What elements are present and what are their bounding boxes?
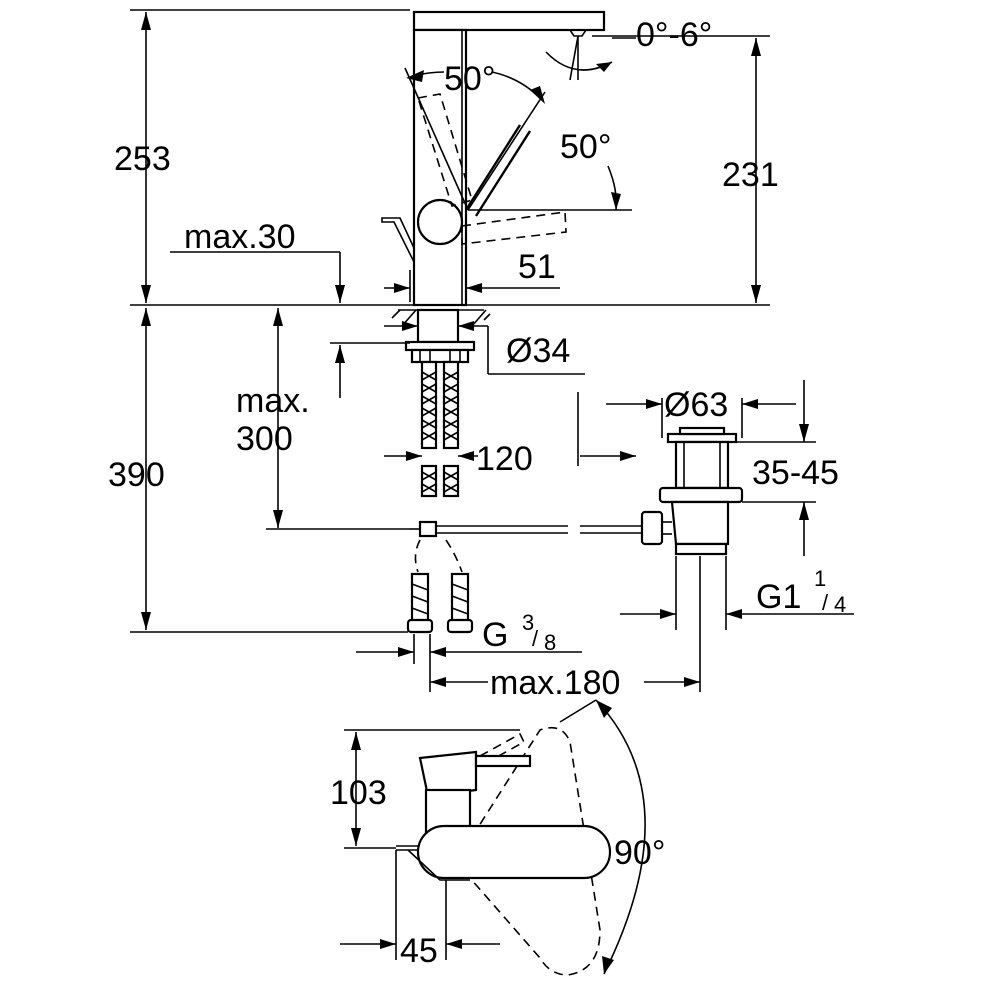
label-hole-diameter: Ø34 [506, 332, 570, 370]
faucet-front-view [130, 10, 770, 634]
side-lever [474, 754, 532, 768]
lever-position-right [461, 211, 567, 245]
label-body-width: 51 [518, 248, 556, 286]
label-lever-swing: 50° [444, 60, 495, 98]
spout-top [412, 10, 606, 32]
lever-knob [416, 198, 464, 246]
hoses-lower [420, 464, 460, 498]
label-hose-spacing: 120 [476, 440, 533, 478]
label-drain-thread-den: 4 [834, 592, 846, 617]
label-spout-tilt: 0°-6° [636, 16, 712, 54]
label-max-depth: max. [236, 382, 310, 420]
nut [410, 348, 470, 364]
label-total-height: 253 [114, 140, 171, 178]
label-side-height: 103 [330, 774, 387, 812]
label-swivel-angle: 90° [614, 834, 665, 872]
lever-arm [464, 124, 522, 211]
rod-clamp [418, 520, 438, 538]
label-lever-swing-2: 50° [560, 128, 611, 166]
drain-nut [658, 486, 744, 504]
label-max-reach: max.180 [490, 664, 620, 702]
shank [416, 308, 460, 344]
label-drain-range: 35-45 [752, 454, 839, 492]
label-drain-thread-num: 1 [814, 566, 826, 591]
drain-flange [666, 432, 738, 444]
drain-lower [670, 500, 730, 546]
label-drain-thread: G1 [756, 578, 801, 616]
nut-top [404, 340, 476, 352]
side-lever-housing [418, 750, 478, 798]
hoses-upper [420, 360, 460, 450]
label-max-depth-value: 300 [236, 420, 293, 458]
label-hose-thread: G [482, 616, 508, 654]
faucet-top-view [340, 699, 646, 976]
label-spout-height: 231 [722, 156, 779, 194]
label-hose-thread-num: 3 [522, 610, 534, 635]
label-below-deck: 390 [108, 456, 165, 494]
drain-rod-nut [640, 510, 664, 546]
dimension-lines [130, 9, 854, 692]
label-drain-thread-slash: / [822, 590, 829, 615]
label-drain-diameter: Ø63 [664, 386, 728, 424]
pop-up-drain [640, 426, 744, 556]
spout-swivel-dashed [455, 726, 601, 976]
side-spout [416, 824, 612, 880]
label-hose-thread-slash: / [532, 626, 539, 651]
label-max-thickness: max.30 [184, 218, 296, 256]
dimension-labels: 253 231 max.30 51 Ø34 max. 300 120 390 Ø… [108, 16, 846, 970]
label-side-offset: 45 [400, 932, 438, 970]
hose-fittings [406, 572, 474, 634]
label-hose-thread-den: 8 [544, 630, 556, 655]
clip [381, 217, 415, 263]
